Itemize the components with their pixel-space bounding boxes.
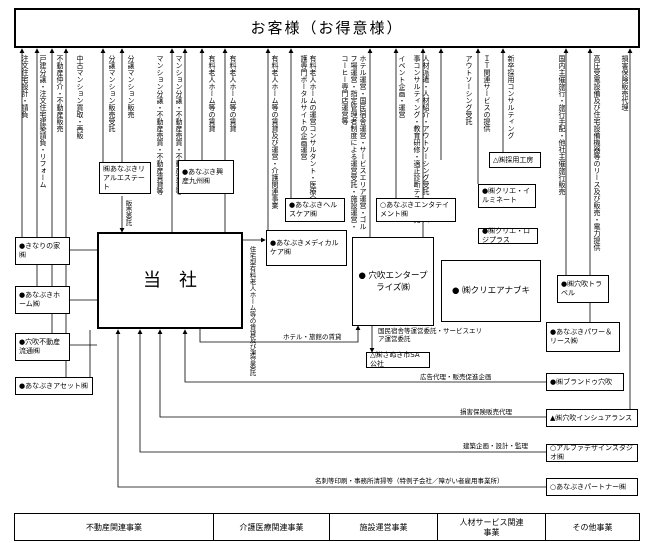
label-mansion-b: マンション分譲・不動産売買・不動産賃貸等 xyxy=(175,55,183,195)
segment-bar xyxy=(14,513,640,541)
label-it: ＩＴ関連サービスの提供 xyxy=(483,55,491,132)
company-anabuki-home: ●あなぶきホーム㈱ xyxy=(15,286,70,314)
label-chuko: 中古マンション買取・再販 xyxy=(76,55,84,139)
label-travel: 国内主催旅行・旅行手配・他社主催旅行販売 xyxy=(558,55,566,195)
label-kodate: 戸建分譲・注文住宅建築請負・リフォーム xyxy=(39,55,47,188)
company-travel: ●㈱穴吹トラベル xyxy=(557,275,609,303)
company-main-label: 当 社 xyxy=(143,270,197,291)
label-hotel: ホテル運営・国民宿舎運営・サービスエリア運営・ゴルフ場運営・指定管理者制度による… xyxy=(341,55,367,230)
segment-fudosan: 不動産関連事業 xyxy=(15,514,214,541)
label-mansion-a: マンション分譲・不動産売買・不動産賃貸等 xyxy=(156,55,164,195)
label-chukai: 不動産仲介・不動産販売 xyxy=(56,55,64,132)
company-logiplus: ●㈱クリエ・ロジプラス xyxy=(478,227,538,244)
company-illuminate: ●㈱クリエ・イルミネート xyxy=(478,184,536,208)
segment-kaigo: 介護医療関連事業 xyxy=(214,514,330,541)
label-rojin-kaigo: 有料老人ホーム等の賃貸及び運営・介護関連事業 xyxy=(271,55,279,209)
label-design: 建築企画・設計・監理 xyxy=(463,442,528,450)
label-lease: 高圧受電設備及び住宅設備機器等のリース及び販売・電力提供 xyxy=(593,55,601,251)
company-brand: ●㈱ブランドゥ穴吹 xyxy=(546,373,624,391)
segment-shisetsu: 施設運営事業 xyxy=(330,514,438,541)
label-jutaku: 分譲マンション販売受託 xyxy=(108,55,116,132)
label-sales-consign: 販売委託 xyxy=(124,200,132,226)
label-event: イベント企画・運営 xyxy=(398,55,406,118)
company-enterprise: ● 穴吹エンタープライズ㈱ xyxy=(352,237,434,326)
company-partner: ○あなぶきパートナー㈱ xyxy=(546,478,638,496)
label-rojin-b: 有料老人ホーム等の賃貸 xyxy=(229,55,237,132)
company-power: ●あなぶきパワー＆リース㈱ xyxy=(546,322,620,352)
label-national-ops: 国民宿舎等運営委託・サービスエリア運営委託 xyxy=(378,327,482,343)
customers-box: お客様（お得意様） xyxy=(14,8,640,48)
company-anabuki-asset: ●あなぶきアセット㈱ xyxy=(15,377,93,395)
label-printing: 名刺等印刷・事務所清掃等（特例子会社／障がい者雇用事業所） xyxy=(315,477,504,485)
company-medical: ●あなぶきメディカルケア㈱ xyxy=(266,230,347,266)
customers-title: お客様（お得意様） xyxy=(250,18,404,37)
company-kyushu: ●あなぶき興産九州㈱ xyxy=(178,160,234,194)
segment-jinzai: 人材サービス関連事業 xyxy=(438,514,546,541)
label-rojin-a: 有料老人ホーム等の賃貸 xyxy=(208,55,216,132)
company-entertainment: ○あなぶきエンタテイメント㈱ xyxy=(376,198,456,222)
label-consult: 有料老人ホームの運営コンサルタント・医療介護専門ポータルサイトの企画運営 xyxy=(300,55,317,202)
label-hotel-rent: ホテル・旅館の賃貸 xyxy=(283,333,342,341)
company-nabuki: ● ㈱クリエアナブキ xyxy=(441,260,541,322)
label-shinsotsu: 新卒採用コンサルティング xyxy=(507,55,515,139)
segment-other: その他事業 xyxy=(572,523,613,532)
label-bunjo: 分譲マンション販売 xyxy=(127,55,135,118)
company-insurance: ▲㈱穴吹インシュアランス xyxy=(546,409,638,427)
company-kinari: ●きなりの家㈱ xyxy=(15,237,70,265)
label-hoken: 損害保険販売代理 xyxy=(621,55,629,111)
company-healthcare: ●あなぶきヘルスケア㈱ xyxy=(285,198,345,222)
label-ad: 広告代理・販売促進企画 xyxy=(420,373,492,381)
company-realestate: ㈱あなぶきリアルエステート xyxy=(99,162,151,194)
label-insurance-agent: 損害保険販売代理 xyxy=(460,408,512,416)
label-outsourcing: アウトソーシング受託 xyxy=(465,55,473,125)
label-jinzai: 人材派遣・人材紹介・アウトソーシング受託・組織人事コンサルティング・教育研修・適… xyxy=(413,55,430,223)
label-rental-ops: 住宅型有料老人ホーム等の賃貸及び運営委託 xyxy=(248,246,256,376)
company-anabuki-ryutsu: ●穴吹不動産流通㈱ xyxy=(15,333,70,361)
company-alpha: ○アルファデザインスタジオ㈱ xyxy=(546,444,638,462)
company-main-box: 当 社 xyxy=(97,232,243,329)
company-saiyo: △㈱採用工房 xyxy=(489,152,541,168)
label-chumon: 注文住宅設計・請負 xyxy=(21,55,29,118)
company-sanuki: △㈱さぬき市SA公社 xyxy=(366,351,430,368)
